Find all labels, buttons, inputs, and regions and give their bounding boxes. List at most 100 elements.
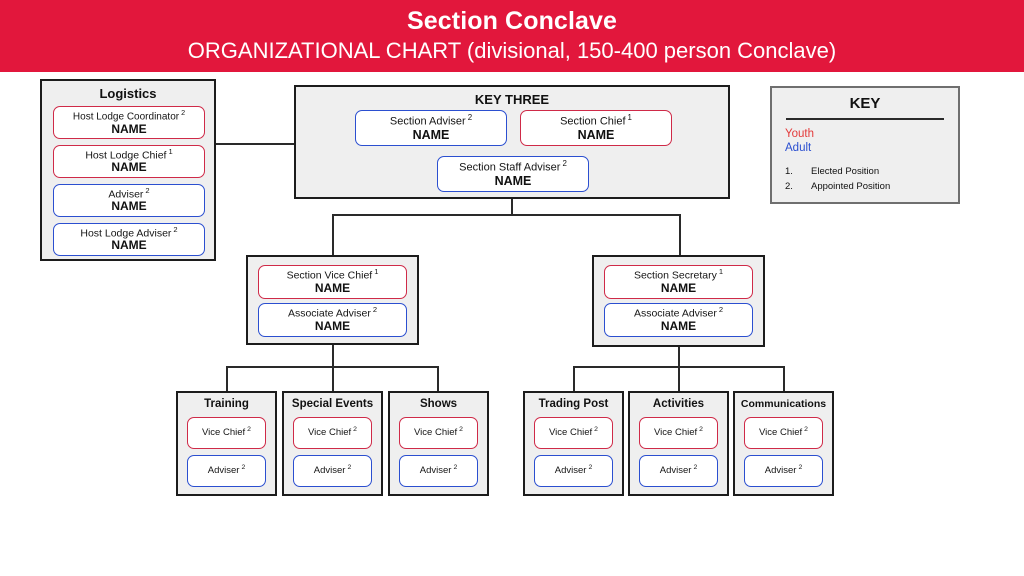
- connector-to-special-events: [332, 366, 334, 392]
- page-header: Section Conclave ORGANIZATIONAL CHART (d…: [0, 0, 1024, 72]
- note-text: Elected Position: [811, 166, 880, 177]
- key-legend-adult: Adult: [785, 142, 812, 154]
- committee-title: Communications: [740, 398, 827, 410]
- logistics-title: Logistics: [99, 86, 157, 101]
- role-name: NAME: [314, 280, 351, 295]
- key-legend-title: KEY: [849, 95, 881, 112]
- connector-to-training: [226, 366, 228, 392]
- connector-secretary-stem: [678, 347, 680, 367]
- role-name: NAME: [660, 318, 697, 333]
- role-name: NAME: [111, 121, 147, 136]
- role-name: NAME: [111, 238, 147, 253]
- note-text: Appointed Position: [811, 181, 891, 192]
- connector-logistics-keythree: [215, 143, 295, 145]
- key-legend-note: 2. Appointed Position: [785, 179, 958, 194]
- key-legend-divider: [786, 118, 944, 120]
- connector-to-communications: [783, 366, 785, 392]
- committee-title: Trading Post: [538, 398, 609, 410]
- connector-keythree-stem: [511, 199, 513, 215]
- role-name: NAME: [577, 128, 615, 143]
- connector-to-trading-post: [573, 366, 575, 392]
- committee-title: Shows: [419, 398, 458, 410]
- connector-tier2-bar: [332, 214, 680, 216]
- page-title: Section Conclave: [407, 7, 617, 35]
- role-name: NAME: [494, 174, 532, 189]
- connector-to-shows: [437, 366, 439, 392]
- connector-vicechief-stem: [332, 345, 334, 367]
- role-name: NAME: [111, 160, 147, 175]
- connector-to-activities: [678, 366, 680, 392]
- role-name: NAME: [111, 199, 147, 214]
- note-number: 2.: [785, 181, 793, 192]
- role-name: NAME: [314, 318, 351, 333]
- connector-to-vice-chief: [332, 214, 334, 255]
- key-legend-youth: Youth: [785, 128, 814, 140]
- note-number: 1.: [785, 166, 793, 177]
- committee-title: Activities: [652, 398, 705, 410]
- committee-title: Special Events: [291, 398, 374, 410]
- key-three-title: KEY THREE: [474, 92, 550, 107]
- role-name: NAME: [660, 280, 697, 295]
- key-legend-notes: 1. Elected Position 2. Appointed Positio…: [772, 164, 958, 194]
- key-legend-note: 1. Elected Position: [785, 164, 958, 179]
- connector-to-secretary: [679, 214, 681, 255]
- committee-title: Training: [204, 398, 249, 410]
